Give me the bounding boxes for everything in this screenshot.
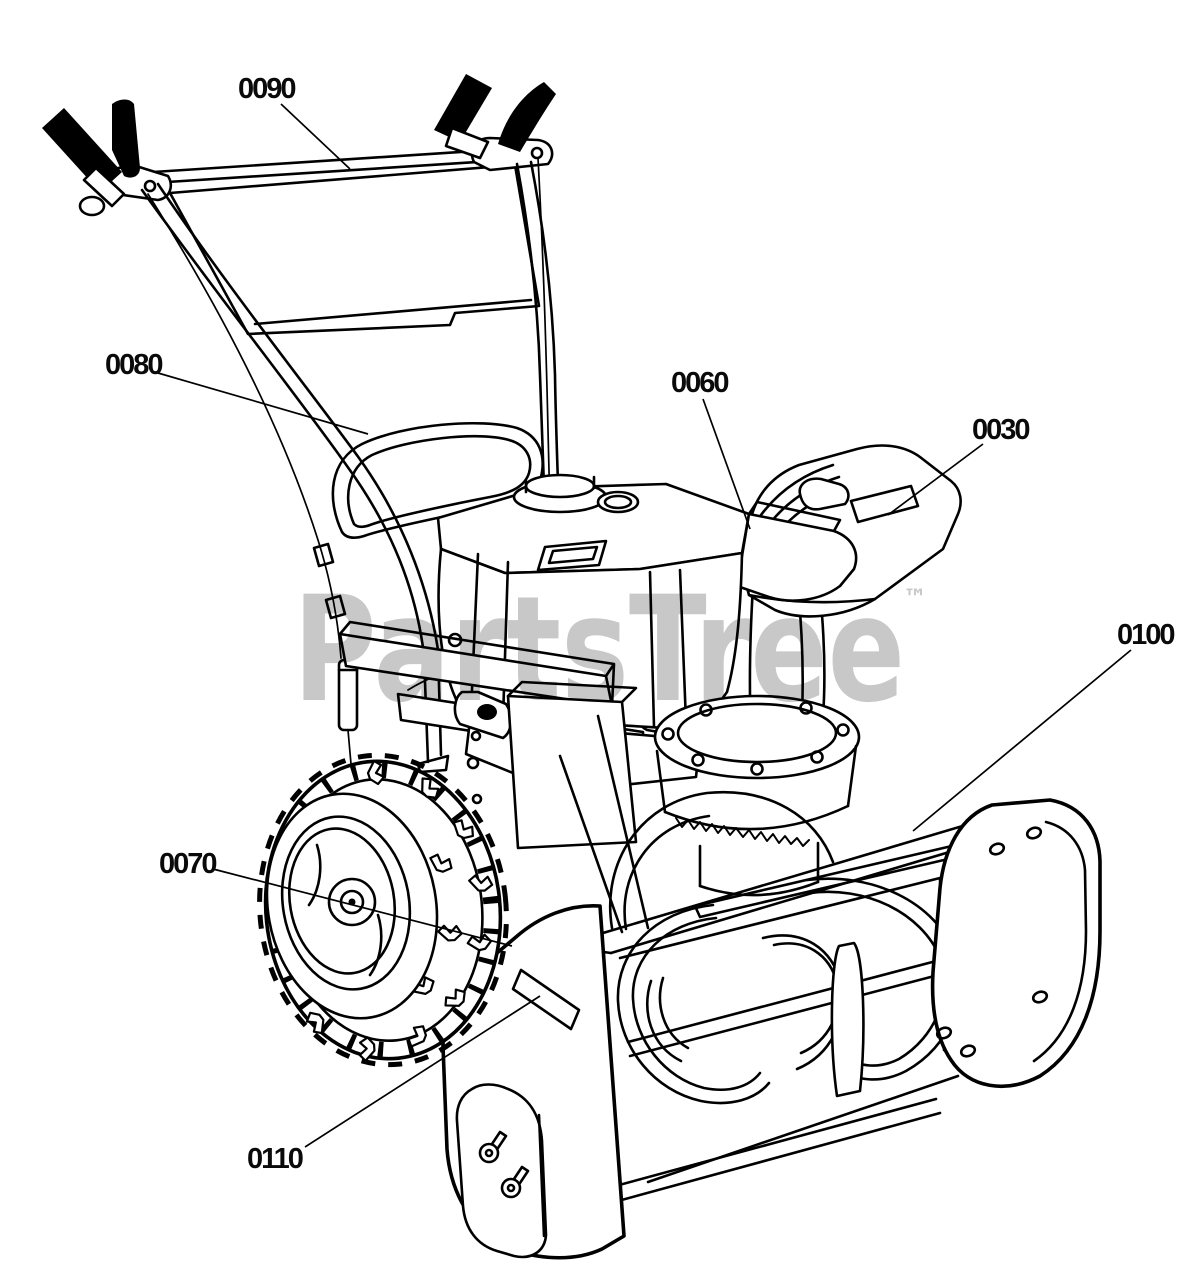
left-grip (42, 108, 122, 192)
handle-panel (168, 163, 541, 336)
callout-label-0110[interactable]: 0110 (247, 1143, 305, 1175)
callout-label-0060[interactable]: 0060 (671, 367, 730, 399)
callout-leader-0070 (212, 868, 513, 947)
callout-label-0100[interactable]: 0100 (1117, 619, 1176, 651)
callout-leader-0060 (702, 398, 751, 530)
left-control-lever (112, 99, 140, 178)
callout-label-0090[interactable]: 0090 (238, 73, 297, 105)
housing-decal (511, 968, 581, 1031)
callout-leader-0080 (157, 372, 369, 435)
belt-cover (455, 1083, 548, 1259)
turret-gear-teeth (675, 817, 810, 847)
callout-label-0070[interactable]: 0070 (159, 848, 218, 880)
watermark-text: PartsTree (293, 565, 905, 735)
engine-badge (536, 539, 608, 572)
deflector-decal (849, 484, 920, 524)
housing-right-plate (930, 798, 1102, 1089)
frame (466, 680, 650, 934)
callout-leader-0100 (912, 649, 1132, 832)
lower-handle-loop (331, 421, 544, 539)
auger-left (616, 903, 771, 1105)
callout-label-0030[interactable]: 0030 (972, 414, 1031, 446)
control-cable-left (147, 193, 342, 659)
right-grip (434, 74, 492, 142)
right-control-lever (498, 82, 556, 152)
handlebar-assembly (42, 74, 564, 774)
chute-turret (653, 694, 861, 897)
line-art (42, 74, 1102, 1260)
callout-leader-0090 (280, 103, 351, 170)
air-box (735, 512, 858, 602)
callout-label-0080[interactable]: 0080 (105, 349, 164, 381)
callout-leader-0030 (887, 443, 984, 516)
callout-leader-0110 (304, 995, 541, 1148)
callouts: 0090 0080 0060 0030 0100 0070 0110 (105, 73, 1176, 1175)
auger-gearbox (830, 941, 865, 1098)
auger-housing (441, 798, 1102, 1260)
watermark-tm: ™ (903, 584, 927, 612)
auger-shaft (626, 958, 944, 1058)
